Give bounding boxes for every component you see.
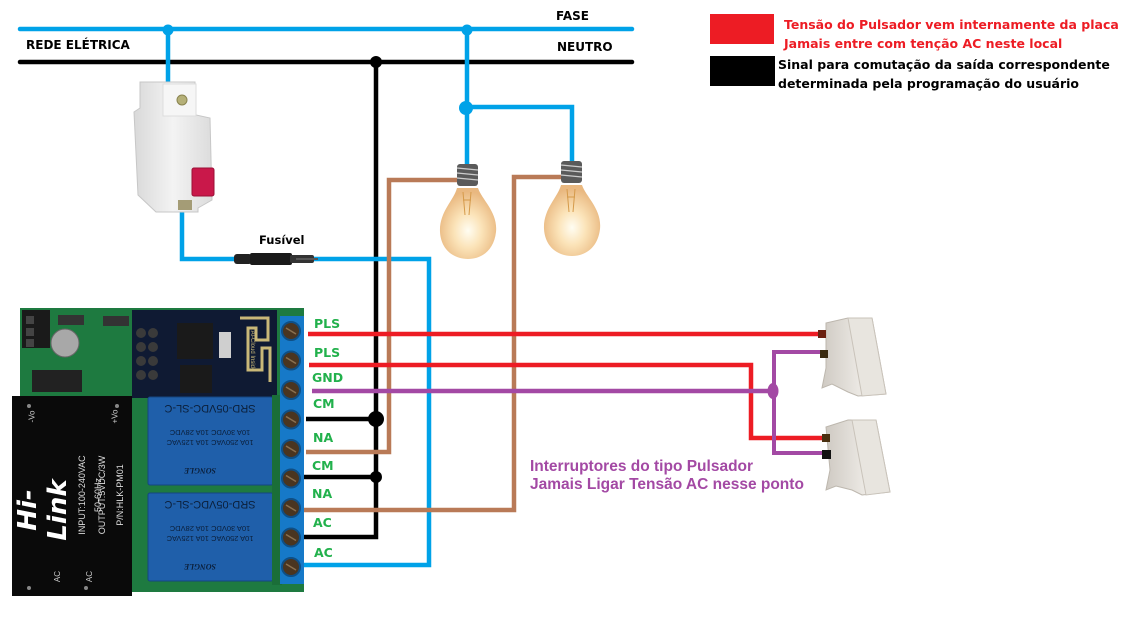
fuse <box>234 253 318 265</box>
legend-black-line2: determinada pela programação do usuário <box>778 76 1080 91</box>
terminal-label-ac2: AC <box>314 545 333 560</box>
power-supply <box>12 396 132 596</box>
fase-to-lamp2-wire <box>467 104 575 168</box>
fase-junction-2 <box>461 24 473 36</box>
switch-2 <box>822 419 891 496</box>
cm1-junction <box>368 411 384 427</box>
fuse-label: Fusível <box>259 233 305 247</box>
relay-2-spec2: 10A 30VDC 10A 28VDC <box>169 524 251 533</box>
circuit-breaker <box>133 81 215 213</box>
terminal-label-pls1: PLS <box>314 316 341 331</box>
terminal-screw-slot <box>285 415 297 424</box>
terminal-screw-slot <box>285 445 297 453</box>
relay-2-model: SRD-05VDC-SL-C <box>164 498 256 510</box>
power-supply-brand: Hi-Link <box>13 479 73 541</box>
power-supply-pn: P/N:HLK-PM01 <box>115 464 125 526</box>
lamp-2 <box>543 161 601 256</box>
neutro-junction <box>370 56 382 68</box>
power-supply-output: OUTPUT:5VDC/3W <box>97 455 107 535</box>
terminal-label-ac1: AC <box>313 515 332 530</box>
relay-2-brand: SONGLE <box>184 562 217 571</box>
terminal-label-na2: NA <box>312 486 333 501</box>
terminal-label-pls2: PLS <box>314 345 341 360</box>
power-supply-input: INPUT:100-240VAC <box>77 455 87 535</box>
pulsador-note: Interruptores do tipo Pulsador Jamais Li… <box>530 458 804 494</box>
legend-red-text: Tensão do Pulsador vem internamente da p… <box>784 15 1119 53</box>
legend-red-line1: Tensão do Pulsador vem internamente da p… <box>784 17 1119 32</box>
lamp1-return-wire <box>306 177 462 455</box>
breaker-to-fuse-wire <box>179 210 240 262</box>
terminal-screw-slot <box>285 386 297 394</box>
terminal-label-na1: NA <box>313 430 334 445</box>
lamp-1 <box>439 164 497 259</box>
relay-1-model: SRD-05VDC-SL-C <box>164 402 256 414</box>
fuse-to-ac-wire <box>302 256 432 568</box>
legend-swatch-red <box>710 14 774 44</box>
pulsador-note-line2: Jamais Ligar Tensão AC nesse ponto <box>530 476 804 493</box>
power-supply-vo-minus: -Vo <box>27 410 37 423</box>
legend-black-text: Sinal para comutação da saída correspond… <box>778 55 1110 93</box>
terminal-screw-slot <box>285 327 297 335</box>
terminal-label-cm2: CM <box>312 458 334 473</box>
legend-black-line1: Sinal para comutação da saída correspond… <box>778 57 1110 72</box>
terminal-screw-slot <box>285 563 297 571</box>
power-supply-vo-plus: +Vo <box>110 409 120 424</box>
power-supply-ac-1: AC <box>53 570 63 583</box>
fase-label: FASE <box>556 9 589 23</box>
capacitor <box>50 328 80 358</box>
wifi-module-label: Ai-Cloud Inside <box>249 330 255 372</box>
gnd-junction <box>767 383 779 399</box>
pls2-wire <box>309 362 826 441</box>
gnd-to-switch1-wire <box>772 350 826 455</box>
terminal-label-gnd: GND <box>312 370 344 385</box>
legend-swatch-black <box>710 56 775 86</box>
cm2-junction <box>370 471 382 483</box>
terminal-screw-slot <box>285 504 297 512</box>
terminal-screw-slot <box>285 533 297 542</box>
legend-red-line2: Jamais entre com tenção AC neste local <box>784 36 1063 51</box>
neutro-vertical-wire <box>304 62 379 540</box>
power-supply-ac-2: AC <box>85 570 95 583</box>
terminal-label-cm1: CM <box>313 396 335 411</box>
neutro-label: NEUTRO <box>557 40 613 54</box>
rede-eletrica-label: REDE ELÉTRICA <box>26 38 130 52</box>
fase-junction-1 <box>162 24 174 36</box>
relay-2-spec1: 10A 250VAC 10A 125VAC <box>166 534 254 543</box>
lamp-junction <box>459 101 473 115</box>
switch-1 <box>818 317 887 397</box>
relay-1-spec1: 10A 250VAC 10A 125VAC <box>166 438 254 447</box>
lamp2-return-wire <box>304 174 562 513</box>
terminal-screw-slot <box>285 356 297 365</box>
relay-1-brand: SONGLE <box>184 466 217 475</box>
relay-1-spec2: 10A 30VDC 10A 28VDC <box>169 428 251 437</box>
terminal-screws <box>281 321 301 577</box>
pulsador-note-line1: Interruptores do tipo Pulsador <box>530 458 754 475</box>
terminal-screw-slot <box>285 474 297 483</box>
